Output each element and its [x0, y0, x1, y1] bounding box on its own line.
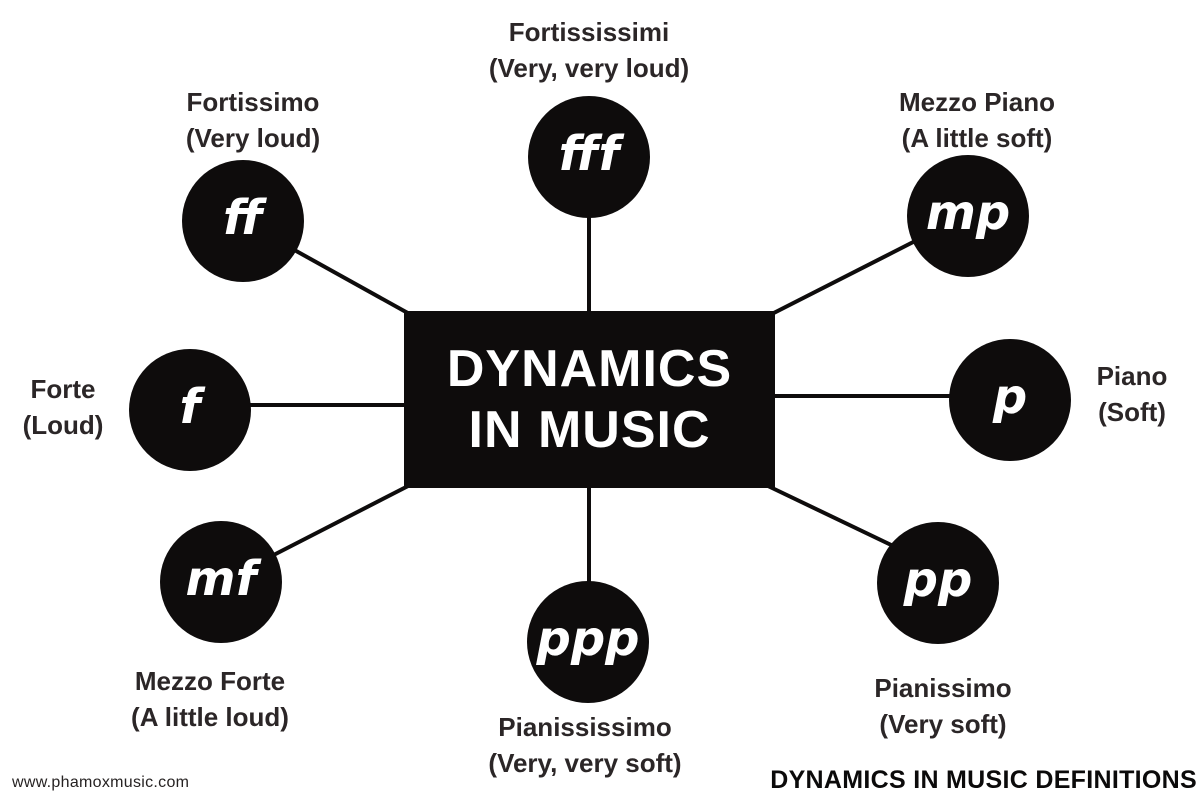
node-circle-ff: ff [182, 160, 304, 282]
connector-line-pp [767, 484, 911, 556]
dynamic-symbol-ppp: ppp [536, 611, 640, 667]
connector-line-mp [761, 234, 926, 321]
connector-line-ff [279, 240, 416, 319]
node-label-mezzo-piano: Mezzo Piano (A little soft) [807, 84, 1147, 156]
connector-line-mf [259, 482, 413, 564]
diagram-title-line2: IN MUSIC [468, 400, 711, 459]
node-label-pianissimo: Pianissimo (Very soft) [793, 670, 1093, 742]
dynamic-symbol-mf: mf [185, 551, 257, 607]
node-circle-f: f [129, 349, 251, 471]
node-description: (A little soft) [901, 123, 1053, 153]
dynamic-symbol-f: f [179, 379, 201, 435]
node-label-fortississimi: Fortississimi (Very, very loud) [379, 14, 799, 86]
node-circle-mp: mp [907, 155, 1029, 277]
node-name: Mezzo Piano [898, 87, 1055, 117]
node-circle-fff: fff [528, 96, 650, 218]
diagram-title-line1: DYNAMICS [446, 339, 733, 398]
node-description: (Very, very loud) [488, 53, 690, 83]
center-title-box: DYNAMICS IN MUSIC [404, 311, 775, 488]
node-description: (Very, very soft) [488, 748, 682, 778]
dynamic-symbol-mp: mp [925, 185, 1011, 241]
dynamic-symbol-fff: fff [558, 126, 620, 182]
node-name: Fortissimo [186, 87, 320, 117]
node-label-forte: Forte (Loud) [0, 371, 153, 443]
dynamic-symbol-ff: ff [223, 190, 263, 246]
node-description: (Very soft) [879, 709, 1007, 739]
website-url: www.phamoxmusic.com [12, 774, 190, 791]
node-description: (Very loud) [185, 123, 321, 153]
node-name: Pianissimo [874, 673, 1012, 703]
footer-caption: DYNAMICS IN MUSIC DEFINITIONS [770, 766, 1197, 794]
node-description: (Soft) [1098, 397, 1166, 427]
node-description: (A little loud) [131, 702, 289, 732]
node-circle-p: p [949, 339, 1071, 461]
node-label-fortissimo: Fortissimo (Very loud) [93, 84, 413, 156]
dynamic-symbol-pp: pp [903, 552, 973, 608]
node-label-pianississimo: Pianississimo (Very, very soft) [395, 709, 775, 781]
node-label-mezzo-forte: Mezzo Forte (A little loud) [50, 663, 370, 735]
node-label-piano: Piano (Soft) [1042, 358, 1200, 430]
node-name: Piano [1096, 361, 1168, 391]
node-name: Fortississimi [508, 17, 670, 47]
node-name: Forte [30, 374, 96, 404]
node-circle-mf: mf [160, 521, 282, 643]
node-name: Pianississimo [498, 712, 672, 742]
node-circle-pp: pp [877, 522, 999, 644]
dynamic-symbol-p: p [992, 369, 1028, 425]
node-name: Mezzo Forte [134, 666, 286, 696]
node-circle-ppp: ppp [527, 581, 649, 703]
node-description: (Loud) [22, 410, 104, 440]
